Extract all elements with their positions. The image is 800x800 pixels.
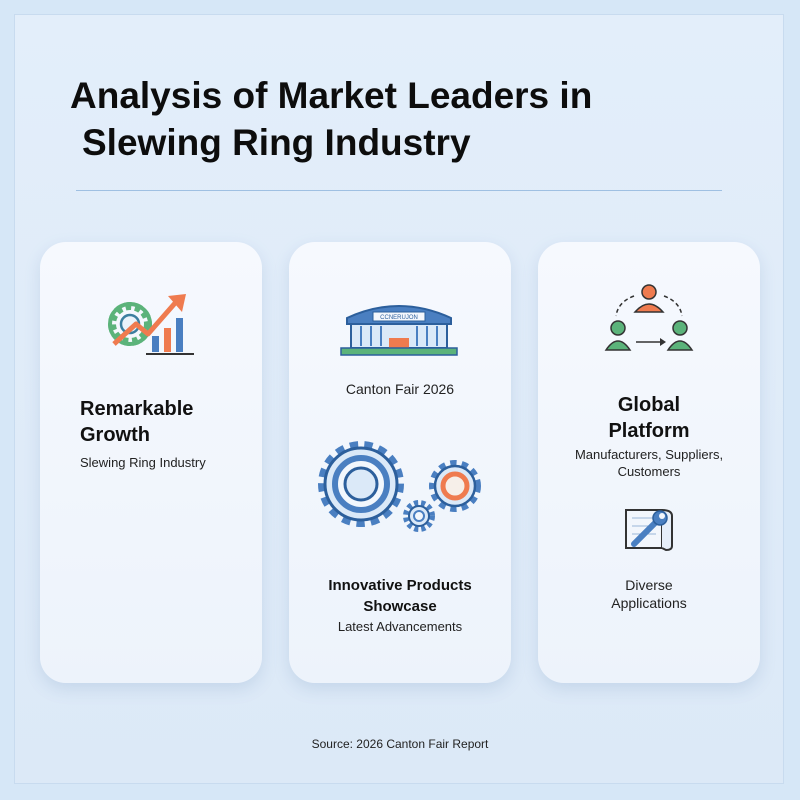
subtitle-line-1: Manufacturers, Suppliers, bbox=[574, 447, 724, 462]
applications-label: Diverse Applications bbox=[538, 576, 760, 612]
gears-icon bbox=[315, 440, 491, 540]
heading-line-2: Showcase bbox=[363, 598, 437, 615]
card-subtitle: Slewing Ring Industry bbox=[80, 455, 206, 470]
apps-line-2: Applications bbox=[611, 595, 687, 611]
building-label: Canton Fair 2026 bbox=[345, 381, 455, 397]
apps-line-1: Diverse bbox=[625, 577, 673, 593]
page-title: Analysis of Market Leaders in Slewing Ri… bbox=[70, 72, 710, 166]
card-subtitle: Latest Advancements bbox=[337, 619, 463, 634]
network-people-icon bbox=[604, 282, 694, 356]
heading-line-2: Growth bbox=[80, 424, 150, 446]
convention-center-icon: CCNERUJON bbox=[339, 298, 459, 358]
card-heading: Innovative Products Showcase bbox=[289, 575, 511, 617]
heading-line-2: Platform bbox=[608, 420, 690, 442]
card-heading: Remarkable Growth bbox=[80, 396, 193, 448]
card-innovative-products: CCNERUJON Canton Fair 2026 bbox=[289, 242, 511, 683]
title-line-1: Analysis of Market Leaders in bbox=[70, 75, 593, 116]
source-footnote: Source: 2026 Canton Fair Report bbox=[311, 737, 489, 751]
title-line-2: Slewing Ring Industry bbox=[82, 122, 471, 163]
heading-line-1: Remarkable bbox=[80, 398, 194, 420]
subtitle-line-2: Customers bbox=[617, 464, 681, 479]
building-sign-text: CCNERUJON bbox=[380, 315, 418, 321]
card-remarkable-growth: Remarkable Growth Slewing Ring Industry bbox=[40, 242, 262, 683]
card-global-platform: Global Platform Manufacturers, Suppliers… bbox=[538, 242, 760, 683]
wrench-blueprint-icon bbox=[622, 504, 676, 554]
card-heading: Global Platform bbox=[538, 392, 760, 444]
title-divider bbox=[76, 190, 722, 191]
heading-line-1: Global bbox=[617, 394, 681, 416]
heading-line-1: Innovative Products bbox=[328, 577, 472, 594]
gear-growth-chart-icon bbox=[102, 290, 198, 360]
card-subtitle: Manufacturers, Suppliers, Customers bbox=[538, 446, 760, 480]
